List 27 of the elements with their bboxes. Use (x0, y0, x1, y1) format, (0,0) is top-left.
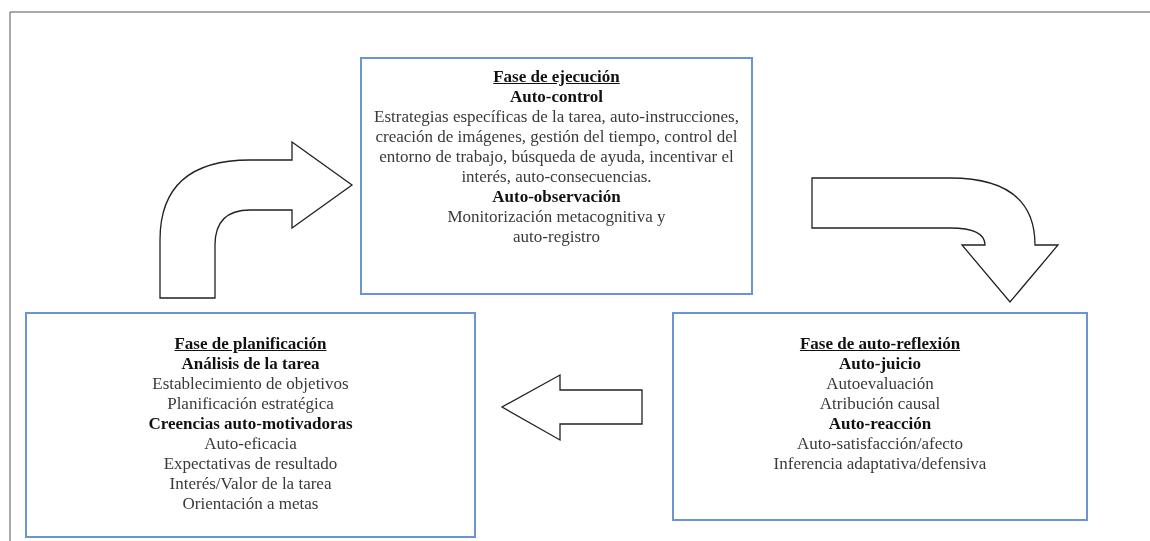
item-text: Autoevaluación (825, 374, 935, 394)
item-text: Establecimiento de objetivos (151, 374, 350, 394)
block-arrow (500, 373, 643, 442)
subheading: Auto-control (508, 87, 605, 107)
phase-heading: Fase de ejecución (493, 67, 620, 87)
phase-heading: Fase de auto-reflexión (799, 334, 961, 354)
phase-box (360, 57, 753, 295)
item-text: Orientación a metas (181, 494, 320, 514)
item-text: Inferencia adaptativa/defensiva (772, 454, 988, 474)
item-text: Atribución causal (818, 394, 942, 414)
item-text: Expectativas de resultado (162, 454, 339, 474)
item-text: Auto-satisfacción/afecto (795, 434, 965, 454)
subheading: Auto-observación (491, 187, 622, 207)
block-arrow (811, 177, 1059, 303)
item-text: Interés/Valor de la tarea (168, 474, 333, 494)
subheading: Auto-reacción (827, 414, 933, 434)
subheading: Auto-juicio (837, 354, 923, 374)
item-text: Planificación estratégica (166, 394, 335, 414)
item-text: Estrategias específicas de la tarea, auto-instrucciones, creación de imágenes, gestión del tiempo, control del entorno de trabajo, búsqueda de ayuda, incentivar el interés, auto-consecuencias. (373, 107, 740, 187)
item-text: Monitorización metacognitiva y auto-registro (446, 207, 667, 247)
phase-heading: Fase de planificación (174, 334, 327, 354)
phase-box (25, 312, 476, 538)
phase-box (672, 312, 1088, 521)
subheading: Análisis de la tarea (180, 354, 321, 374)
item-text: Auto-eficacia (203, 434, 298, 454)
subheading: Creencias auto-motivadoras (147, 414, 354, 434)
block-arrow (159, 141, 353, 299)
